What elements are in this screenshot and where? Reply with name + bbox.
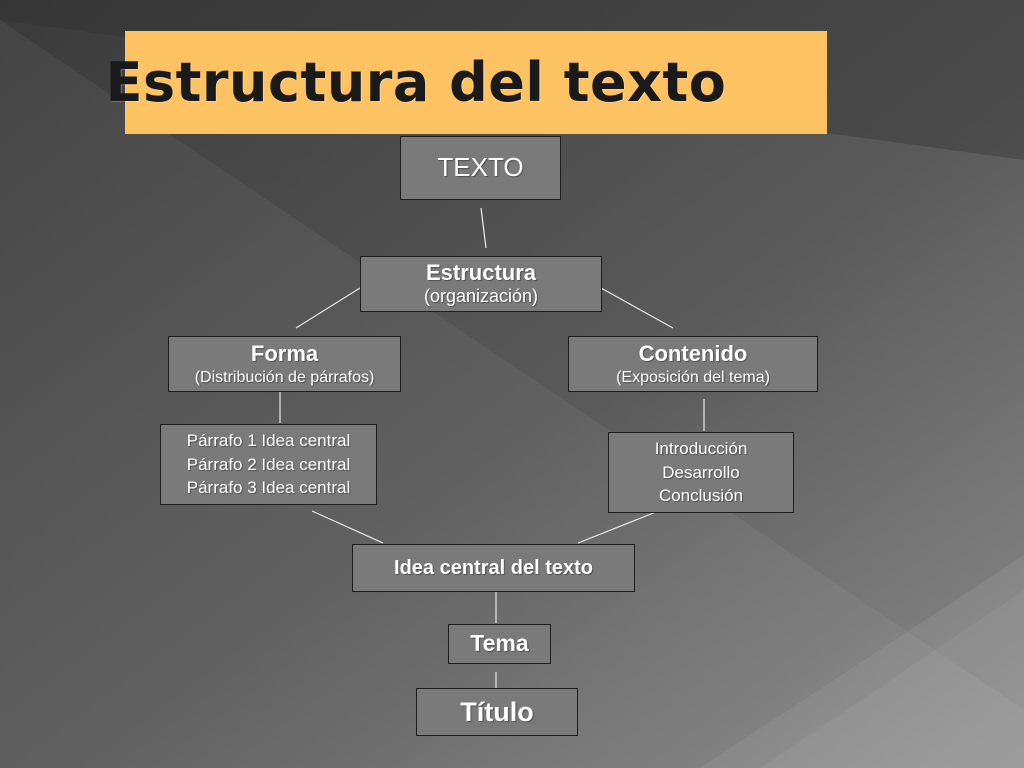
connector-estructura-forma	[295, 287, 361, 329]
connector-partes-idea	[577, 511, 657, 544]
parte-item: Conclusión	[658, 486, 744, 506]
tema-label: Tema	[470, 630, 529, 657]
parrafo-item: Párrafo 1 Idea central	[186, 430, 351, 450]
parte-item: Introducción	[654, 438, 748, 458]
parrafo-item: Párrafo 3 Idea central	[186, 478, 351, 498]
texto-label: TEXTO	[437, 152, 524, 183]
forma-box: Forma (Distribución de párrafos)	[168, 336, 401, 392]
title-banner: Estructura del texto	[106, 31, 827, 134]
titulo-label: Título	[460, 696, 534, 727]
titulo-box: Título	[416, 688, 578, 736]
slide-title: Estructura del texto	[105, 51, 727, 114]
forma-subtitle: (Distribución de párrafos)	[194, 368, 375, 386]
idea-central-label: Idea central del texto	[394, 557, 593, 579]
parrafos-box: Párrafo 1 Idea central Párrafo 2 Idea ce…	[160, 424, 377, 505]
contenido-subtitle: (Exposición del tema)	[616, 368, 770, 386]
connector-parrafos-idea	[311, 510, 384, 544]
estructura-title: Estructura	[425, 260, 537, 285]
estructura-box: Estructura (organización)	[360, 256, 602, 312]
texto-box: TEXTO	[400, 136, 561, 200]
connector-estructura-contenido	[600, 287, 674, 329]
forma-title: Forma	[250, 341, 319, 367]
estructura-subtitle: (organización)	[423, 286, 539, 307]
tema-box: Tema	[448, 624, 551, 664]
parte-item: Desarrollo	[662, 462, 740, 482]
contenido-title: Contenido	[638, 341, 748, 367]
partes-box: Introducción Desarrollo Conclusión	[608, 432, 794, 513]
connector-texto-estructura	[480, 207, 487, 249]
parrafo-item: Párrafo 2 Idea central	[186, 454, 351, 474]
contenido-box: Contenido (Exposición del tema)	[568, 336, 818, 392]
idea-central-box: Idea central del texto	[352, 544, 635, 592]
